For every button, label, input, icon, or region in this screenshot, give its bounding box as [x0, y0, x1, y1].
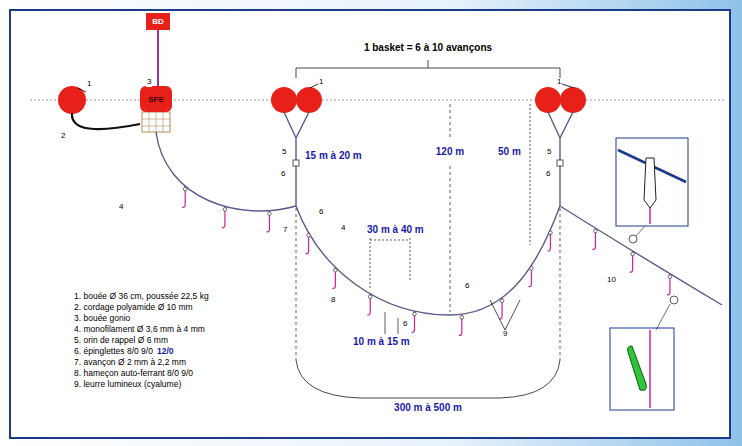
cage [142, 112, 170, 132]
snap [460, 315, 464, 319]
callout-number: 4 [340, 224, 346, 233]
leader-line [636, 226, 645, 236]
callout-number: 1 [86, 80, 92, 89]
callout-number: 5 [281, 148, 287, 157]
callout-number: 1 [318, 78, 324, 87]
snap [268, 212, 272, 216]
dimension-line [296, 208, 560, 360]
callout-number: 6 [280, 170, 286, 179]
key-entry: 2. cordage polyamide Ø 10 mm [74, 303, 193, 312]
snap [631, 252, 635, 256]
key-entry: 3. bouée gonio [74, 314, 130, 323]
inset-box [610, 328, 674, 410]
frame [10, 10, 730, 438]
mainline [296, 206, 560, 315]
cage-bars [142, 112, 170, 132]
snap [368, 295, 372, 299]
key-entry: 7. avançon Ø 2 mm à 2,2 mm [74, 358, 186, 367]
callout-number: 10 [606, 276, 617, 285]
buoy [535, 87, 561, 113]
callout-number: 6 [545, 170, 551, 179]
dimension-label: 15 m à 20 m [304, 150, 363, 161]
leader-line [310, 84, 574, 88]
branchline-detail [649, 208, 651, 224]
swivel [293, 160, 299, 166]
buoy [296, 87, 322, 113]
callout-number: 7 [282, 226, 288, 235]
callout-number: 9 [502, 330, 508, 339]
dimension-label: 120 m [435, 146, 465, 157]
dimension-label: 300 m à 500 m [393, 402, 463, 413]
float-line [548, 112, 573, 206]
branchlines [182, 186, 672, 335]
cyalume-marker [670, 296, 678, 304]
polyamide-rope [72, 113, 140, 129]
mainline [156, 132, 296, 211]
snap [668, 275, 672, 279]
node-text: BD [152, 17, 164, 26]
dimension-label: 30 m à 40 m [366, 224, 425, 235]
snap [549, 231, 553, 235]
buoy [560, 87, 586, 113]
key-entry: 9. leurre lumineux (cyalume) [74, 380, 181, 389]
dimension-line [450, 104, 451, 312]
bracket [296, 60, 560, 78]
swivel [557, 160, 563, 166]
snap [530, 267, 534, 271]
callout-number: 1 [556, 78, 562, 87]
dimension-label: 10 m à 15 m [352, 336, 411, 347]
sea-surface [30, 100, 725, 101]
snap [183, 187, 187, 191]
key-entry-note: 12/0 [157, 347, 174, 356]
inset-box [616, 138, 688, 226]
snap [500, 299, 504, 303]
branchline-detail [649, 330, 651, 408]
snap [413, 312, 417, 316]
callout-number: 6 [402, 320, 408, 329]
buoy [271, 87, 297, 113]
key-entry: 6. épinglettes 8/0 9/0 [74, 347, 153, 356]
radio-buoy: SFE [140, 86, 172, 112]
key-entry: 4. monofilament Ø 3,6 mm à 4 mm [74, 325, 205, 334]
callout-number: 6 [464, 282, 470, 291]
leader-line [490, 300, 520, 330]
flag: BD [146, 13, 170, 30]
callout-number: 4 [118, 203, 124, 212]
leader-line [656, 304, 670, 330]
dimension-label: 50 m [497, 146, 522, 157]
callout-number: 2 [60, 132, 66, 141]
leader-line [78, 88, 86, 92]
snap-marker [629, 235, 637, 243]
dimension-line [530, 104, 531, 245]
key-entry: 1. bouée Ø 36 cm, poussée 22,5 kg [74, 292, 209, 301]
snap [307, 234, 311, 238]
bracket [296, 360, 560, 398]
buoy [58, 86, 86, 114]
cyalume [628, 346, 647, 390]
dimension-line [385, 312, 398, 334]
key-entry: 5. orin de rappel Ø 6 mm [74, 336, 168, 345]
dimension-line [370, 238, 410, 290]
callout-number: 5 [546, 148, 552, 157]
callout-number: 8 [330, 296, 336, 305]
callout-number: 3 [146, 78, 152, 87]
heading-label: 1 basket = 6 à 10 avançons [362, 42, 494, 53]
snap [223, 208, 227, 212]
callout-number: 6 [318, 208, 324, 217]
snap-clip [644, 158, 656, 208]
snap [334, 268, 338, 272]
node-text: SFE [148, 95, 164, 104]
snap [594, 229, 598, 233]
key-entry: 8. hameçon auto-ferrant 8/0 9/0 [74, 369, 193, 378]
